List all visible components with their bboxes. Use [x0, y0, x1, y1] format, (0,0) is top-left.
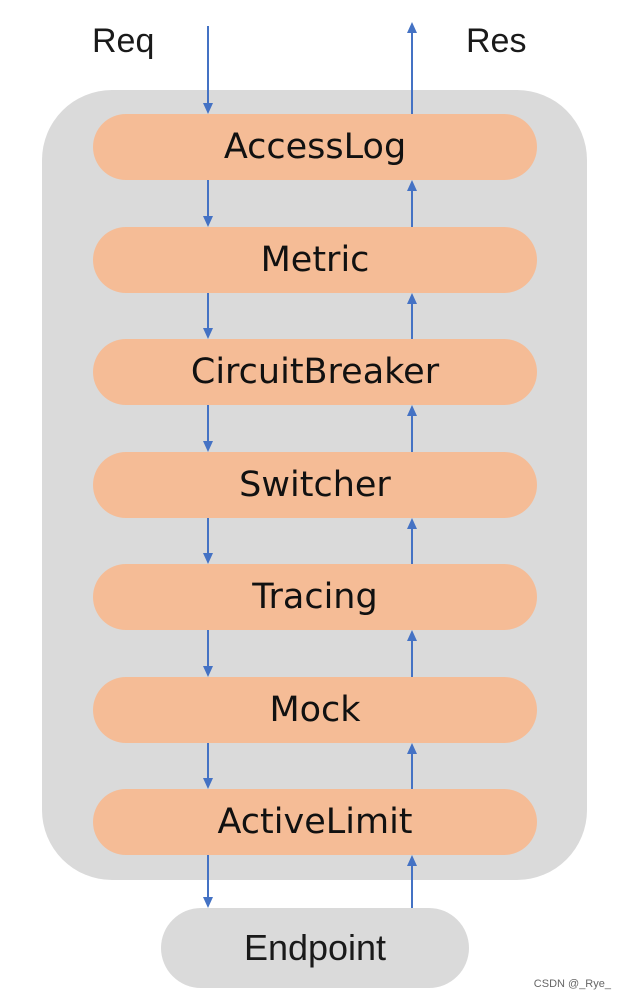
filter-metric: Metric — [93, 227, 537, 293]
filter-tracing: Tracing — [93, 564, 537, 630]
response-arrow-up — [407, 405, 417, 452]
endpoint-node: Endpoint — [161, 908, 469, 988]
response-arrow-up — [407, 180, 417, 227]
response-arrow-up — [407, 743, 417, 789]
request-arrow-down — [203, 630, 213, 677]
request-arrow-down — [203, 405, 213, 452]
response-arrow-up — [407, 518, 417, 564]
response-arrow-up — [407, 22, 417, 114]
request-arrow-down — [203, 743, 213, 789]
filter-switcher: Switcher — [93, 452, 537, 518]
response-label: Res — [466, 22, 527, 60]
response-arrow-up — [407, 293, 417, 339]
filter-circuitbreaker: CircuitBreaker — [93, 339, 537, 405]
request-label: Req — [92, 22, 155, 60]
request-arrow-down — [203, 855, 213, 908]
filter-mock: Mock — [93, 677, 537, 743]
response-arrow-up — [407, 855, 417, 908]
filter-activelimit: ActiveLimit — [93, 789, 537, 855]
watermark: CSDN @_Rye_ — [533, 978, 611, 990]
filter-accesslog: AccessLog — [93, 114, 537, 180]
request-arrow-down — [203, 293, 213, 339]
response-arrow-up — [407, 630, 417, 677]
request-arrow-down — [203, 518, 213, 564]
request-arrow-down — [203, 26, 213, 114]
request-arrow-down — [203, 180, 213, 227]
